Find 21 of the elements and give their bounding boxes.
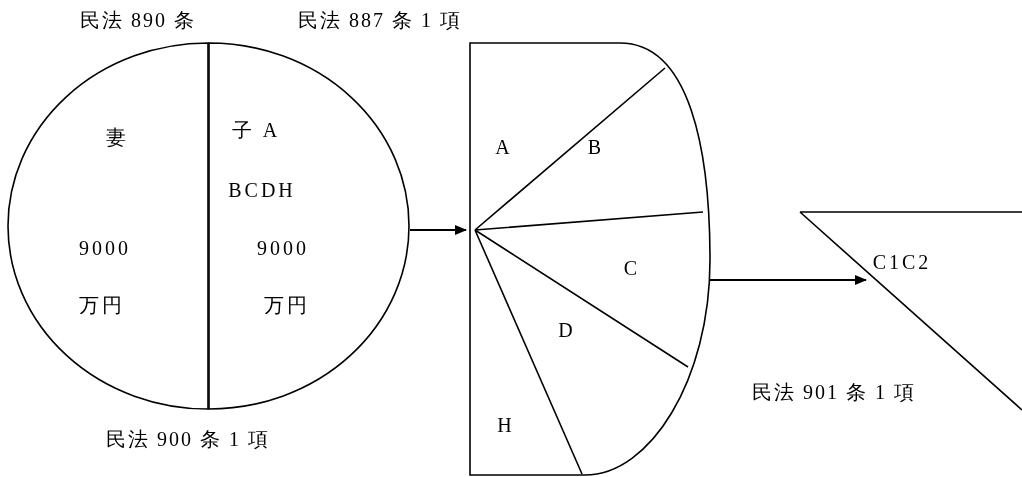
- node-text: C1C2: [872, 252, 932, 272]
- node-text: 9000: [257, 238, 309, 258]
- node-text: C: [623, 258, 641, 278]
- node-text: BCDH: [228, 180, 296, 200]
- node-text: 9000: [79, 238, 131, 258]
- node-text: 子 A: [231, 120, 281, 140]
- node-text: 妻: [105, 127, 129, 147]
- node-text: A: [495, 137, 513, 157]
- article-label: 民法 887 条 1 項: [298, 10, 462, 30]
- arrow: [709, 275, 867, 285]
- node-text: 万円: [264, 295, 310, 315]
- node-text: H: [497, 415, 515, 435]
- article-label: 民法 900 条 1 項: [106, 429, 270, 449]
- node-text: B: [587, 137, 605, 157]
- article-label: 民法 901 条 1 項: [752, 382, 916, 402]
- node-text: 万円: [79, 295, 125, 315]
- triangle-shape: [798, 210, 1022, 412]
- arrow: [409, 225, 467, 235]
- sector-shape: [468, 42, 712, 476]
- article-label: 民法 890 条: [80, 10, 196, 30]
- node-text: D: [558, 320, 576, 340]
